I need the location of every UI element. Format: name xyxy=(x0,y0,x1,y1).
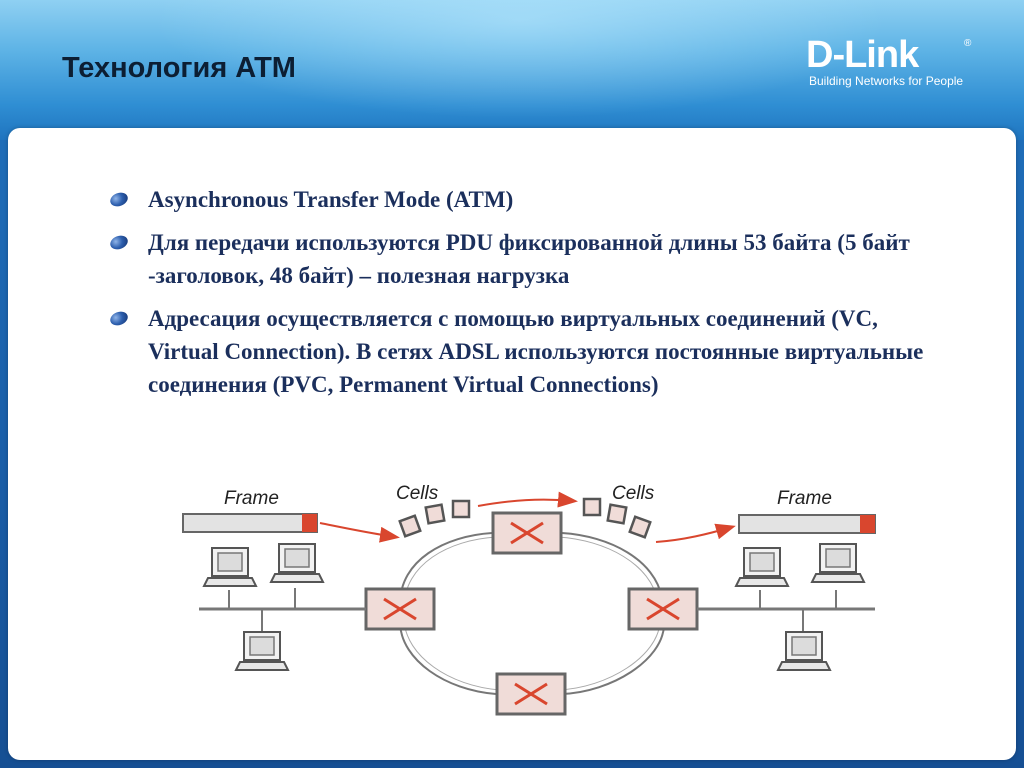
atm-switch-right xyxy=(627,587,699,631)
cells-right-group xyxy=(582,497,652,539)
computer-icon xyxy=(777,631,831,671)
computer-icon xyxy=(811,543,865,583)
frame-right-label: Frame xyxy=(777,488,832,509)
bullet-item: Адресация осуществляется с помощью вирту… xyxy=(108,302,930,401)
atm-switch-left xyxy=(364,587,436,631)
arrow-middle-icon xyxy=(477,491,578,508)
computer-icon xyxy=(270,543,324,583)
arrow-left-icon xyxy=(319,522,400,543)
bullet-item: Asynchronous Transfer Mode (ATM) xyxy=(108,183,930,216)
content-panel xyxy=(8,128,1016,760)
header-background xyxy=(0,0,1024,140)
right-lan-bus xyxy=(697,590,875,632)
bullet-list: Asynchronous Transfer Mode (ATM) Для пер… xyxy=(108,183,930,411)
left-lan-bus xyxy=(199,588,366,632)
bullet-text: Для передачи используются PDU фиксирован… xyxy=(148,230,910,288)
logo-tagline: Building Networks for People xyxy=(809,74,964,88)
arrow-right-icon xyxy=(655,523,736,543)
cells-left-group xyxy=(398,499,471,538)
frame-left-bar xyxy=(182,513,318,533)
cells-right-label: Cells xyxy=(612,483,655,504)
atm-switch-bottom xyxy=(495,672,567,716)
bullet-item: Для передачи используются PDU фиксирован… xyxy=(108,226,930,292)
slide-title: Технология ATM xyxy=(62,52,296,84)
logo-registered-mark: ® xyxy=(964,38,972,49)
frame-right-bar xyxy=(738,514,876,534)
d-link-logo: D-Link ® Building Networks for People xyxy=(806,34,976,90)
computer-icon xyxy=(203,547,257,587)
computer-icon xyxy=(235,631,289,671)
frame-left-label: Frame xyxy=(224,488,279,509)
cells-left-label: Cells xyxy=(396,483,439,504)
atm-switch-top xyxy=(491,511,563,555)
bullet-text: Asynchronous Transfer Mode (ATM) xyxy=(148,187,514,212)
computer-icon xyxy=(735,547,789,587)
bullet-text: Адресация осуществляется с помощью вирту… xyxy=(148,306,924,397)
logo-wordmark: D-Link xyxy=(806,34,919,76)
atm-ring xyxy=(399,532,665,695)
